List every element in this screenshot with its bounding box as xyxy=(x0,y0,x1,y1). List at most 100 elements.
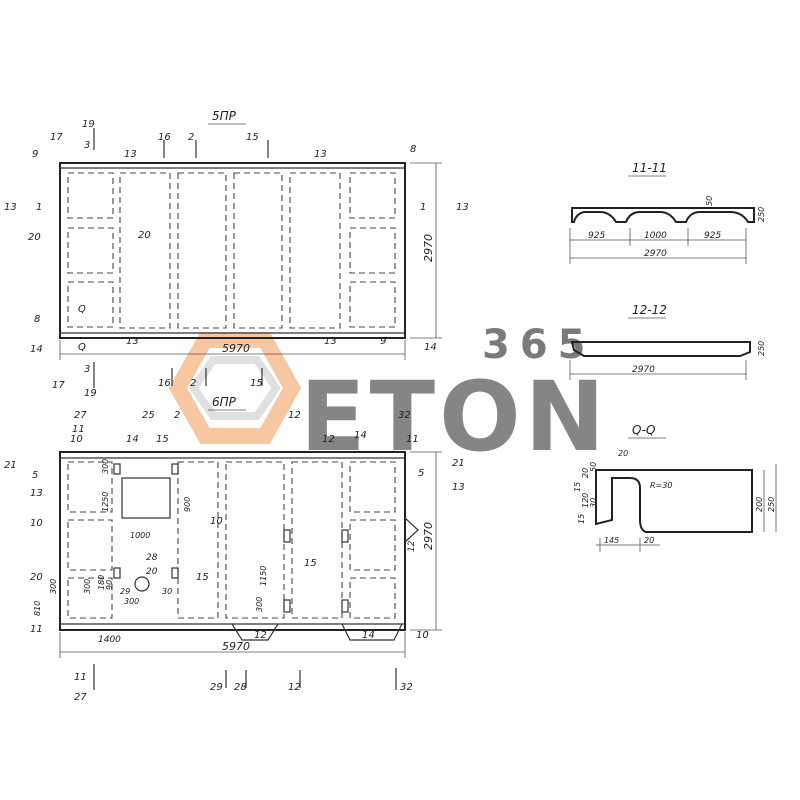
top-mark-13b: 13 xyxy=(314,149,327,160)
bot-in-1400: 1400 xyxy=(98,635,121,645)
top-in-13b: 13 xyxy=(324,336,337,347)
bot-in-15b: 15 xyxy=(304,558,317,569)
s11-925a: 925 xyxy=(588,231,605,241)
hexagon-logo xyxy=(168,332,302,444)
sa-120: 120 xyxy=(581,493,590,508)
section-11-title: 11-11 xyxy=(632,161,667,175)
watermark: 365 ETON xyxy=(168,322,605,473)
bot-right-21: 21 xyxy=(452,458,465,469)
top-plan-5pr: 5ПР 5970 2970 19 17 3 16 2 15 xyxy=(4,109,469,399)
bottom-panel-title: 6ПР xyxy=(212,395,237,409)
top-mark-3: 3 xyxy=(84,140,90,151)
bot-in-15a: 15 xyxy=(196,572,209,583)
sa-20c: 20 xyxy=(644,536,654,545)
top-in-q1: Q xyxy=(78,304,86,315)
section-12-12: 12-12 2970 250 xyxy=(569,303,766,380)
top-mark-16: 16 xyxy=(158,132,171,143)
bot-in-29: 29 xyxy=(120,587,130,596)
top-mark-19: 19 xyxy=(82,119,95,130)
bottom-dim-width: 2970 xyxy=(422,522,435,550)
top-bot-15: 15 xyxy=(250,378,263,389)
watermark-number: 365 xyxy=(482,322,596,368)
bot-in-30: 30 xyxy=(162,587,172,596)
bot-in-810: 810 xyxy=(33,601,42,616)
bot-in-1150: 1150 xyxy=(259,566,268,586)
bot-in-10: 10 xyxy=(210,516,223,527)
bot-top-32: 32 xyxy=(398,410,411,421)
top-mark-8: 8 xyxy=(410,144,416,155)
top-bot-17: 17 xyxy=(52,380,65,391)
top-left-20: 20 xyxy=(28,232,41,243)
top-in-q2: Q xyxy=(78,342,86,353)
section-11-11: 11-11 925 1000 925 2970 50 250 xyxy=(569,161,766,264)
bot-left-13: 13 xyxy=(30,488,43,499)
top-mark-2: 2 xyxy=(188,132,194,143)
bot-bot-28: 28 xyxy=(234,682,247,693)
sa-15b: 15 xyxy=(577,514,586,524)
top-in-9: 9 xyxy=(380,336,386,347)
top-bot-2: 2 xyxy=(190,378,196,389)
bot-top-27: 27 xyxy=(74,410,87,421)
bot-top-12a: 12 xyxy=(288,410,301,421)
bot-left-20: 20 xyxy=(30,572,43,583)
bot-in-1250: 1250 xyxy=(101,492,110,512)
top-mark-15: 15 xyxy=(246,132,259,143)
sa-20a: 20 xyxy=(618,449,628,458)
bot-in-300a: 300 xyxy=(101,459,110,474)
bot-left-21: 21 xyxy=(4,460,17,471)
bot-top-12b: 12 xyxy=(322,434,335,445)
bot-in-300d: 300 xyxy=(255,597,264,612)
top-mark-17: 17 xyxy=(50,132,63,143)
bot-top-14b: 14 xyxy=(354,430,367,441)
top-bot-19: 19 xyxy=(84,388,97,399)
bot-bot-12: 12 xyxy=(288,682,301,693)
sa-15a: 15 xyxy=(573,482,582,492)
top-bot-16: 16 xyxy=(158,378,171,389)
top-bot-3: 3 xyxy=(84,364,90,375)
bot-left-5: 5 xyxy=(32,470,38,481)
sa-r30: R=30 xyxy=(650,481,672,490)
top-dim-width: 2970 xyxy=(422,234,435,262)
bot-in-300b: 300 xyxy=(49,579,58,594)
bot-top-14a: 14 xyxy=(126,434,139,445)
s11-50: 50 xyxy=(705,196,714,206)
bot-in-12: 12 xyxy=(254,630,267,641)
bot-top-15: 15 xyxy=(156,434,169,445)
bot-in-20: 20 xyxy=(146,567,158,577)
sa-50: 50 xyxy=(589,462,598,472)
s11-925b: 925 xyxy=(704,231,721,241)
s11-250: 250 xyxy=(757,207,766,222)
sa-20b: 20 xyxy=(581,468,590,478)
bot-top-10: 10 xyxy=(70,434,83,445)
s12-2970: 2970 xyxy=(632,365,655,375)
top-mark-9: 9 xyxy=(32,149,38,160)
bot-bot-29: 29 xyxy=(210,682,223,693)
top-right-13: 13 xyxy=(456,202,469,213)
bot-in-90: 90 xyxy=(105,580,114,590)
top-in-20: 20 xyxy=(138,230,151,241)
s11-2970: 2970 xyxy=(644,249,667,259)
top-left-13: 13 xyxy=(4,202,17,213)
bot-top-2: 2 xyxy=(174,410,180,421)
bot-top-11a: 11 xyxy=(72,424,85,435)
bottom-dim-length: 5970 xyxy=(222,640,250,653)
bot-top-11b: 11 xyxy=(406,434,419,445)
bot-bot-32: 32 xyxy=(400,682,413,693)
bottom-plan-6pr: 6ПР 5970 xyxy=(4,395,465,703)
top-left-14: 14 xyxy=(30,344,43,355)
bot-top-25: 25 xyxy=(142,410,155,421)
top-panel-title: 5ПР xyxy=(212,109,237,123)
bot-in-300e: 300 xyxy=(124,597,139,606)
bot-bot-11: 11 xyxy=(74,672,87,683)
bot-in-900: 900 xyxy=(183,497,192,512)
top-dim-length: 5970 xyxy=(222,342,250,355)
sa-145: 145 xyxy=(604,536,619,545)
top-right-1: 1 xyxy=(420,202,426,213)
top-in-13a: 13 xyxy=(126,336,139,347)
bot-in-1000: 1000 xyxy=(130,531,150,540)
sa-30: 30 xyxy=(589,498,598,508)
s12-250: 250 xyxy=(757,341,766,356)
bot-in-28: 28 xyxy=(146,553,158,563)
top-left-1: 1 xyxy=(36,202,42,213)
